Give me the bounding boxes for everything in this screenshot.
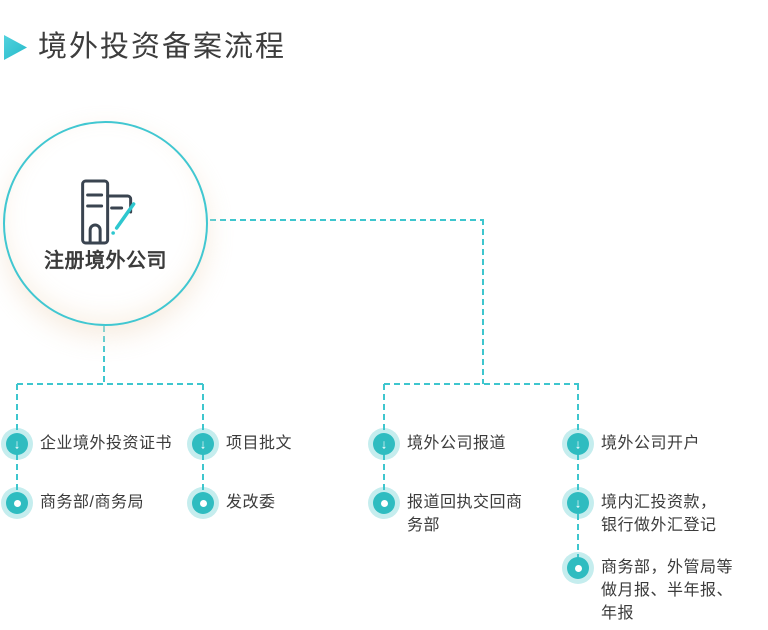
list-item: 报道回执交回商务部 — [368, 487, 525, 537]
arrow-down-icon: ↓ — [562, 487, 594, 519]
list-item: 商务部/商务局 — [1, 487, 144, 519]
item-label: 商务部/商务局 — [40, 494, 144, 511]
list-item: ↓ 境内汇投资款，银行做外汇登记 — [562, 487, 723, 537]
dot-icon — [562, 552, 594, 584]
connector-circle-right — [210, 219, 483, 221]
arrow-down-icon: ↓ — [368, 428, 400, 460]
page-header: 境外投资备案流程 — [4, 33, 286, 62]
list-item: 发改委 — [187, 487, 276, 519]
connector-branch-right-drop — [482, 219, 484, 384]
item-label: 境外公司报道 — [407, 435, 507, 452]
connector-branch-right — [384, 383, 579, 385]
dot-icon — [187, 487, 219, 519]
list-item: 商务部，外管局等做月报、半年报、年报 — [562, 552, 733, 625]
arrow-down-icon: ↓ — [1, 428, 33, 460]
item-label: 发改委 — [226, 494, 276, 511]
list-item: ↓ 境外公司开户 — [562, 428, 700, 460]
connector-branch-left — [17, 383, 205, 385]
item-label: 报道回执交回商务部 — [407, 494, 523, 534]
item-label: 企业境外投资证书 — [40, 435, 173, 452]
list-item: ↓ 企业境外投资证书 — [1, 428, 172, 460]
arrow-down-icon: ↓ — [562, 428, 594, 460]
root-node-register-overseas-company: 注册境外公司 — [3, 121, 208, 326]
connector-circle-bottom — [103, 326, 105, 384]
root-node-label: 注册境外公司 — [44, 250, 167, 272]
item-label: 境外公司开户 — [601, 435, 701, 452]
list-item: ↓ 项目批文 — [187, 428, 292, 460]
list-item: ↓ 境外公司报道 — [368, 428, 506, 460]
dot-icon — [368, 487, 400, 519]
item-label: 商务部，外管局等做月报、半年报、年报 — [601, 559, 734, 622]
dot-icon — [1, 487, 33, 519]
connector-col4 — [577, 384, 579, 568]
item-label: 项目批文 — [226, 435, 293, 452]
page-title: 境外投资备案流程 — [38, 31, 287, 63]
item-label: 境内汇投资款，银行做外汇登记 — [601, 494, 717, 534]
play-triangle-icon — [4, 35, 27, 60]
company-registration-building-pencil-icon — [80, 179, 135, 245]
arrow-down-icon: ↓ — [187, 428, 219, 460]
